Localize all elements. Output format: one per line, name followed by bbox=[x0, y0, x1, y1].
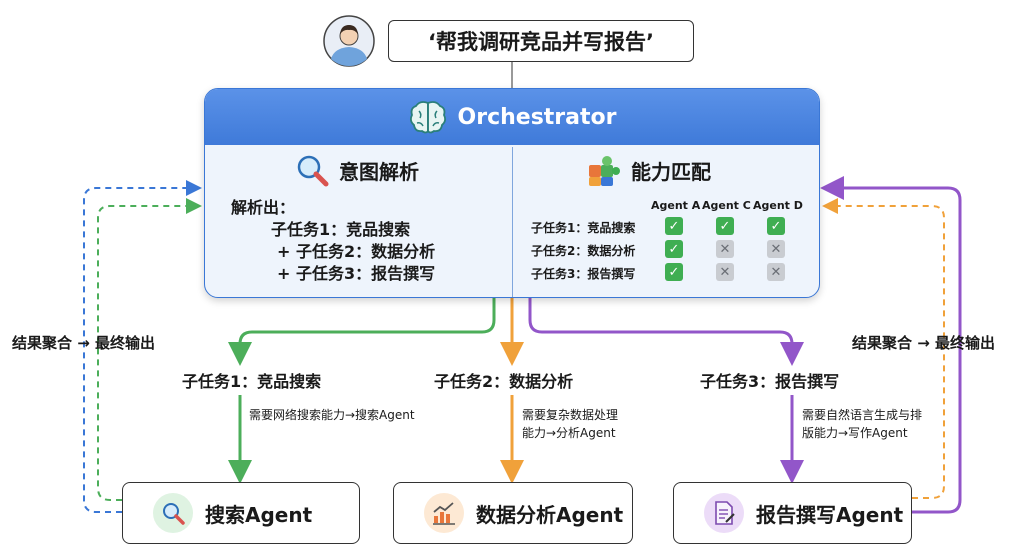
check-icon: ✓ bbox=[716, 217, 734, 235]
subtask-3-note-line-1: 需要自然语言生成与排 bbox=[802, 408, 923, 422]
intent-line-2: + 子任务2：数据分析 bbox=[277, 242, 436, 261]
report-writing-agent-label: 报告撰写Agent bbox=[756, 502, 904, 527]
data-analysis-agent-label: 数据分析Agent bbox=[476, 502, 624, 527]
intent-intro: 解析出： bbox=[231, 198, 296, 217]
orchestrator-panel: Orchestrator 意图解析 解析出： 子任务1：竞品搜索 + 子任务2：… bbox=[204, 88, 820, 298]
subtask-1-title: 子任务1：竞品搜索 bbox=[182, 372, 322, 391]
cross-icon: ✕ bbox=[767, 240, 785, 258]
data-agent-icon-badge bbox=[424, 493, 464, 533]
orchestrator-title: Orchestrator bbox=[457, 104, 617, 130]
check-icon: ✓ bbox=[665, 217, 683, 235]
cap-row-3-label: 子任务3：报告撰写 bbox=[531, 267, 636, 281]
search-agent-icon-badge bbox=[153, 493, 193, 533]
subtask-2-note-line-1: 需要复杂数据处理 bbox=[522, 408, 619, 422]
check-icon: ✓ bbox=[767, 217, 785, 235]
cross-icon: ✕ bbox=[716, 240, 734, 258]
right-aggregate-label: 结果聚合 → 最终输出 bbox=[852, 334, 996, 352]
report-agent-icon-badge bbox=[704, 493, 744, 533]
orchestrator-header: Orchestrator bbox=[205, 89, 819, 145]
magnifier-icon bbox=[297, 155, 329, 187]
search-agent-box: 搜索Agent bbox=[122, 482, 360, 544]
cross-icon: ✕ bbox=[716, 263, 734, 281]
intent-lines: 解析出： 子任务1：竞品搜索 + 子任务2：数据分析 + 子任务3：报告撰写 bbox=[231, 197, 435, 285]
route-to-subtask1 bbox=[228, 298, 496, 366]
subtask-3-note-line-2: 版能力→写作Agent bbox=[802, 426, 908, 440]
subtask-1-note-line-1: 需要网络搜索能力→搜索Agent bbox=[249, 408, 415, 422]
search-agent-label: 搜索Agent bbox=[205, 502, 313, 527]
chart-icon bbox=[433, 502, 455, 525]
document-icon bbox=[715, 501, 735, 525]
report-writing-agent-box: 报告撰写Agent bbox=[673, 482, 912, 544]
user-query: ‘帮我调研竞品并写报告’ bbox=[388, 20, 694, 62]
cap-row-1-label: 子任务1：竞品搜索 bbox=[531, 221, 636, 235]
left-aggregate-label: 结果聚合 → 最终输出 bbox=[12, 334, 156, 352]
intent-line-3: + 子任务3：报告撰写 bbox=[277, 264, 436, 283]
column-agent-d: Agent D bbox=[753, 199, 803, 212]
brain-icon bbox=[409, 101, 446, 134]
route-to-subtask3 bbox=[528, 298, 804, 366]
puzzle-icon bbox=[589, 156, 620, 186]
cap-row-2-label: 子任务2：数据分析 bbox=[531, 244, 636, 258]
user-icon bbox=[323, 15, 375, 67]
capability-title: 能力匹配 bbox=[631, 159, 711, 184]
capability-section-title: 能力匹配 bbox=[587, 153, 711, 187]
subtask-3-note: 需要自然语言生成与排 版能力→写作Agent bbox=[802, 406, 922, 442]
cross-icon: ✕ bbox=[767, 263, 785, 281]
green-dashed-return bbox=[97, 198, 202, 501]
check-icon: ✓ bbox=[665, 263, 683, 281]
column-agent-a: Agent A bbox=[651, 199, 701, 212]
subtask-3-title: 子任务3：报告撰写 bbox=[700, 372, 840, 391]
intent-section-title: 意图解析 bbox=[295, 153, 419, 187]
subtask-2-title: 子任务2：数据分析 bbox=[434, 372, 574, 391]
orchestrator-divider bbox=[512, 147, 513, 297]
subtask-2-note: 需要复杂数据处理 能力→分析Agent bbox=[522, 406, 618, 442]
magnifier-icon bbox=[163, 503, 185, 525]
column-agent-c: Agent C bbox=[702, 199, 751, 212]
subtask-2-note-line-2: 能力→分析Agent bbox=[522, 426, 616, 440]
intent-line-1: 子任务1：竞品搜索 bbox=[271, 220, 411, 239]
check-icon: ✓ bbox=[665, 240, 683, 258]
intent-title: 意图解析 bbox=[339, 159, 419, 184]
subtask-1-note: 需要网络搜索能力→搜索Agent bbox=[249, 406, 415, 424]
user-avatar bbox=[322, 14, 376, 68]
data-analysis-agent-box: 数据分析Agent bbox=[393, 482, 633, 544]
